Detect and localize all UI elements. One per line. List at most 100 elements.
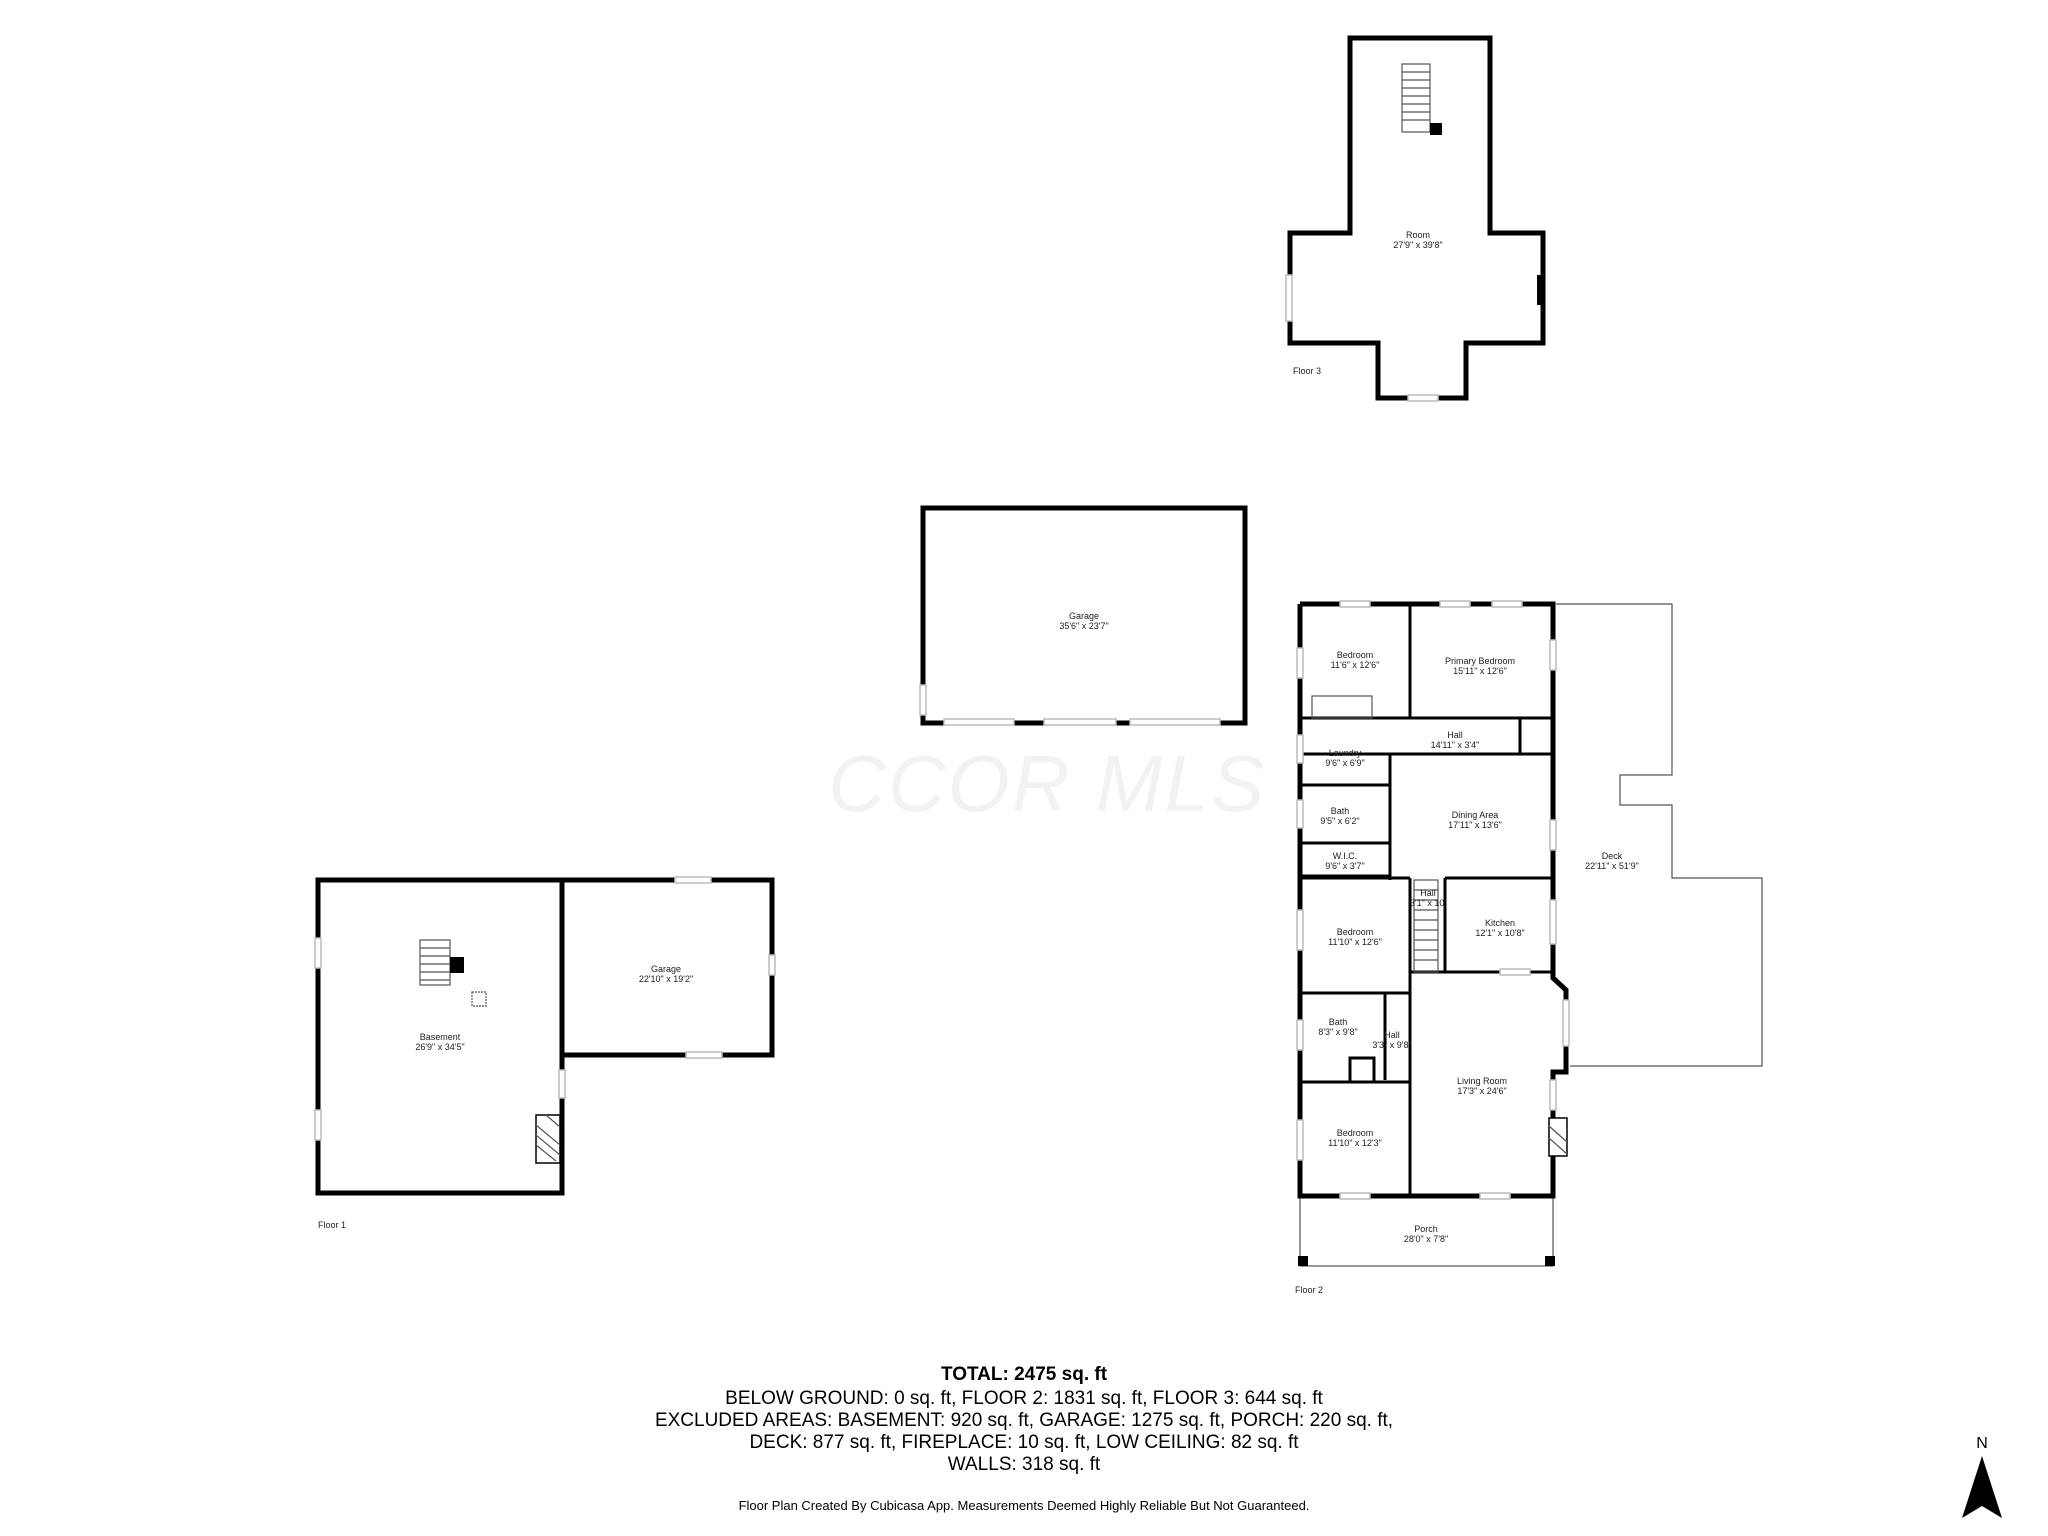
window <box>1339 600 1371 608</box>
floor-3-window <box>1285 274 1293 322</box>
window <box>1491 600 1523 608</box>
room-label-name: Basement <box>420 1032 461 1042</box>
area-breakdown-line: DECK: 877 sq. ft, FIREPLACE: 10 sq. ft, … <box>749 1432 1299 1453</box>
floor-label: Floor 1 <box>318 1220 346 1230</box>
window <box>1296 799 1304 829</box>
floor-label: Floor 2 <box>1295 1285 1323 1295</box>
room-label-dims: 3'1" x 10' <box>1410 898 1446 908</box>
room-label-dims: 3'3" x 9'8" <box>1372 1040 1411 1050</box>
floor-2-outline <box>1297 601 1569 1199</box>
room-label-name: Porch <box>1414 1224 1438 1234</box>
basement-stairs-icon <box>419 939 464 986</box>
room-label-dims: 22'10" x 19'2" <box>639 974 693 984</box>
north-arrow-icon: N <box>1962 1435 2002 1518</box>
window <box>1296 647 1304 679</box>
floor-2-stairs-icon <box>1413 879 1439 973</box>
garage-window <box>768 954 776 976</box>
basement-window <box>558 1069 566 1099</box>
room-label-dims: 35'6" x 23'7" <box>1059 621 1108 631</box>
room-label-dims: 14'11" x 3'4" <box>1431 740 1480 750</box>
total-area: TOTAL: 2475 sq. ft <box>940 1364 1108 1385</box>
room-label-dims: 28'0" x 7'8" <box>1404 1234 1448 1244</box>
room-label-dims: 11'10" x 12'6" <box>1328 937 1382 947</box>
basement-window <box>314 937 322 969</box>
area-breakdown-line: WALLS: 318 sq. ft <box>947 1454 1101 1475</box>
deck-door <box>1562 999 1570 1047</box>
window <box>1296 1119 1304 1161</box>
basement-outline <box>315 877 565 1196</box>
window <box>1296 909 1304 951</box>
room-label-dims: 15'11" x 12'6" <box>1453 666 1507 676</box>
room-label-dims: 17'11" x 13'6" <box>1448 820 1502 830</box>
room-label-name: Bedroom <box>1337 927 1374 937</box>
room-label-name: Bath <box>1331 806 1350 816</box>
area-breakdown-line: EXCLUDED AREAS: BASEMENT: 920 sq. ft, GA… <box>654 1410 1394 1431</box>
window <box>1339 1192 1371 1200</box>
window <box>1296 1019 1304 1051</box>
window <box>1499 968 1531 976</box>
room-label-name: Kitchen <box>1485 918 1515 928</box>
room-label-dims: 11'6" x 12'6" <box>1331 660 1380 670</box>
room-label-name: Bedroom <box>1337 1128 1374 1138</box>
closet-shelf <box>1311 695 1373 719</box>
room-label-dims: 17'3" x 24'6" <box>1457 1086 1506 1096</box>
room-label-name: Garage <box>1069 611 1099 621</box>
window <box>1549 1079 1557 1111</box>
room-label-dims: 9'6" x 3'7" <box>1325 861 1364 871</box>
floor-3-plan: Room 27'9" x 39'8" Floor 3 <box>1285 35 1546 402</box>
window <box>1479 1192 1511 1200</box>
floor-1-plan: Basement 26'9" x 34'5" Garage 22'10" x 1… <box>314 876 776 1230</box>
floor-3-stairs-icon <box>1401 63 1442 135</box>
garage-window <box>674 876 712 884</box>
area-breakdown-line: BELOW GROUND: 0 sq. ft, FLOOR 2: 1831 sq… <box>725 1388 1323 1409</box>
garage-door <box>1129 718 1221 726</box>
window <box>1296 734 1304 764</box>
porch-post <box>1298 1256 1308 1266</box>
watermark: CCOR MLS <box>828 739 1267 828</box>
room-label-name: Hall <box>1384 1030 1400 1040</box>
room-label-name: Deck <box>1602 851 1623 861</box>
room-label-name: Laundry <box>1329 748 1362 758</box>
room-label-name: Primary Bedroom <box>1445 656 1515 666</box>
north-label: N <box>1976 1435 1988 1452</box>
room-label-dims: 27'9" x 39'8" <box>1393 240 1442 250</box>
basement-fireplace-icon <box>535 1114 561 1164</box>
room-label-name: Living Room <box>1457 1076 1507 1086</box>
detached-garage-plan: Garage 35'6" x 23'7" <box>919 505 1248 726</box>
living-room-fireplace-icon <box>1548 1117 1568 1157</box>
window <box>1549 819 1557 851</box>
window <box>1549 899 1557 945</box>
garage-door <box>943 718 1015 726</box>
window <box>1549 639 1557 671</box>
room-label-name: Hall <box>1420 888 1436 898</box>
room-label-name: Room <box>1406 230 1430 240</box>
room-label-dims: 9'5" x 6'2" <box>1320 816 1359 826</box>
floor-3-outline <box>1287 35 1546 401</box>
garage-side-door <box>919 684 927 716</box>
room-label-name: Bedroom <box>1337 650 1374 660</box>
basement-utility-icon <box>471 991 487 1007</box>
room-label-dims: 8'3" x 9'8" <box>1318 1027 1357 1037</box>
room-label-dims: 26'9" x 34'5" <box>415 1042 464 1052</box>
garage-window <box>685 1051 723 1059</box>
garage-door <box>1043 718 1117 726</box>
window <box>1439 600 1471 608</box>
basement-window <box>314 1109 322 1141</box>
room-label-name: Hall <box>1447 730 1463 740</box>
room-label-name: Bath <box>1329 1017 1348 1027</box>
room-label-name: Dining Area <box>1452 810 1499 820</box>
room-label-dims: 11'10" x 12'3" <box>1328 1138 1382 1148</box>
room-label-dims: 12'1" x 10'8" <box>1475 928 1524 938</box>
credit-text: Floor Plan Created By Cubicasa App. Meas… <box>738 1498 1310 1513</box>
room-label-name: W.I.C. <box>1333 851 1358 861</box>
floor-3-fireplace <box>1537 275 1545 305</box>
floor-2-plan: Bedroom 11'6" x 12'6" Primary Bedroom 15… <box>1295 600 1763 1295</box>
porch-post <box>1545 1256 1555 1266</box>
floor-label: Floor 3 <box>1293 366 1321 376</box>
room-label-dims: 22'11" x 51'9" <box>1585 861 1639 871</box>
deck-outline <box>1556 603 1763 1067</box>
room-label-dims: 9'6" x 6'9" <box>1325 758 1364 768</box>
floor-3-window <box>1407 394 1439 402</box>
room-label-name: Garage <box>651 964 681 974</box>
